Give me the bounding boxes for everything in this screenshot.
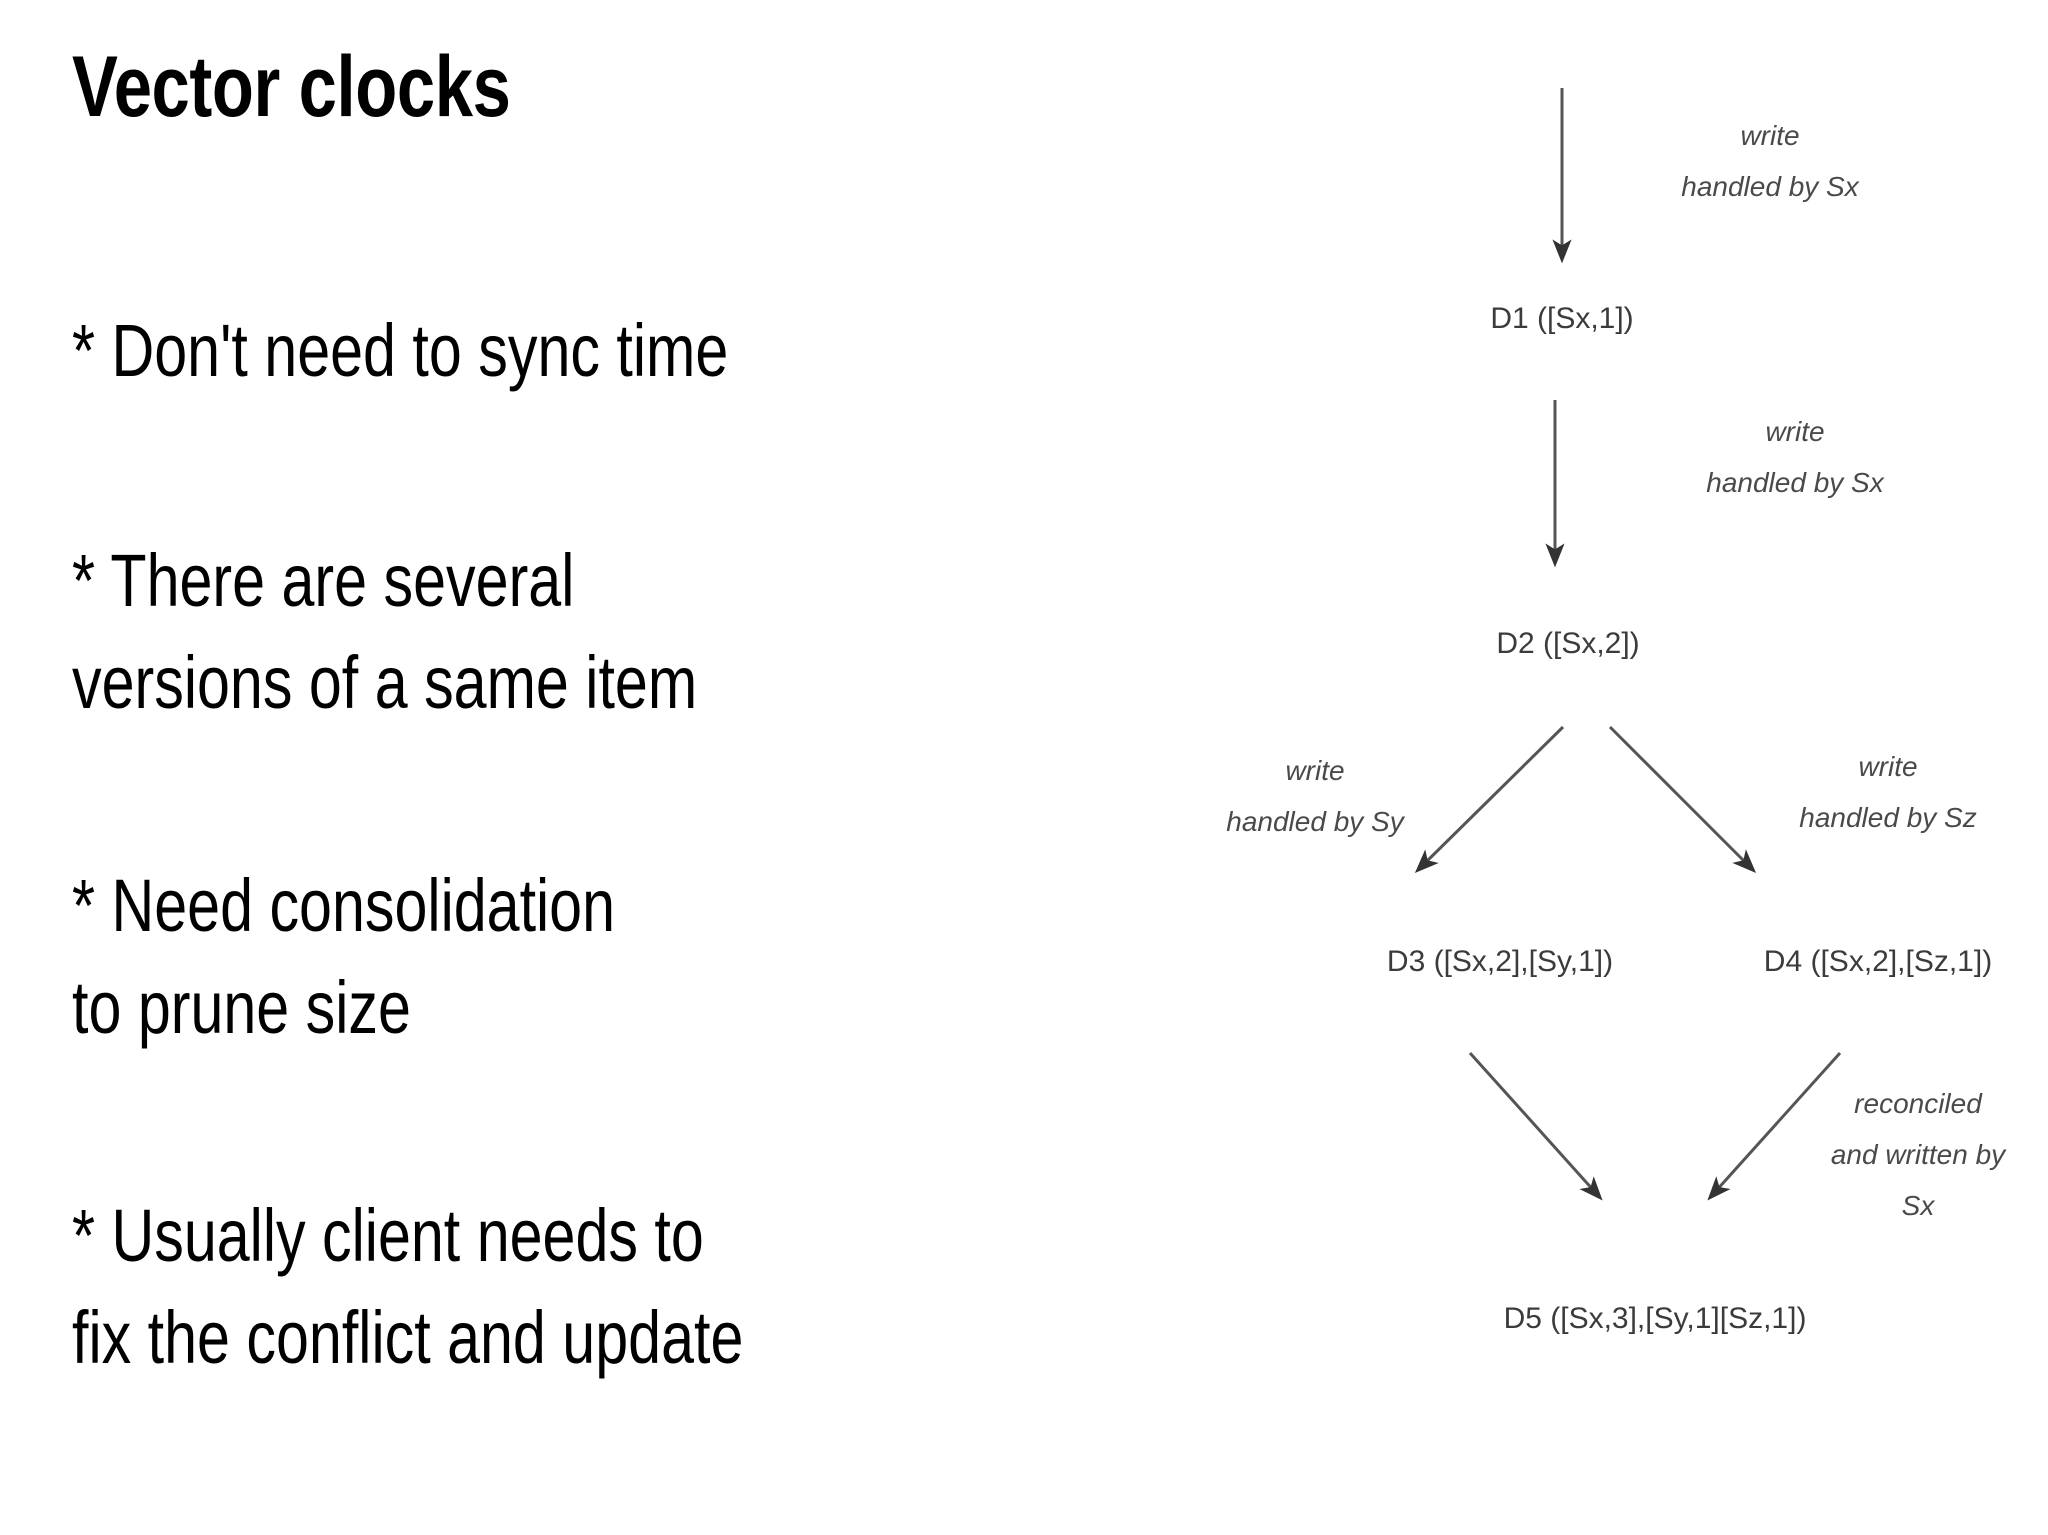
page-title: Vector clocks [72, 39, 511, 135]
edge-label-write-handled-by-sy: write handled by Sy [1226, 755, 1405, 837]
edge-label-reconciled-written-by-sx: reconciled and written by Sx [1831, 1088, 2007, 1221]
node-label-d5: D5 ([Sx,3],[Sy,1][Sz,1]) [1504, 1302, 1807, 1335]
edge-label-line1: write [1858, 751, 1917, 782]
edge-label-line1: write [1285, 755, 1344, 786]
edge-label-line3: Sx [1902, 1190, 1936, 1221]
bullet-item-4: * Usually client needs to fix the confli… [72, 1194, 744, 1380]
version-history-diagram: write handled by Sx D1 ([Sx,1]) write ha… [1150, 0, 2048, 1535]
bullet-item-3: * Need consolidation to prune size [72, 864, 616, 1050]
bullet-item-1: * Don't need to sync time [72, 309, 729, 392]
edge-label-line1: write [1765, 416, 1824, 447]
edge-label-write-handled-by-sx-2: write handled by Sx [1706, 416, 1884, 498]
edge-d2-to-d4 [1608, 725, 1757, 874]
node-label-d4: D4 ([Sx,2],[Sz,1]) [1764, 945, 1992, 978]
edge-label-write-handled-by-sx-1: write handled by Sx [1681, 120, 1859, 202]
edge-label-line2: handled by Sy [1226, 806, 1405, 837]
edge-d4-to-d5 [1707, 1051, 1842, 1201]
edge-label-line1: reconciled [1854, 1088, 1983, 1119]
edge-label-line2: handled by Sx [1681, 171, 1859, 202]
edge-label-line2: handled by Sz [1799, 802, 1976, 833]
node-label-d3: D3 ([Sx,2],[Sy,1]) [1387, 945, 1613, 978]
edge-label-line2: handled by Sx [1706, 467, 1884, 498]
edge-label-line2: and written by [1831, 1139, 2007, 1170]
edge-d3-to-d5 [1468, 1051, 1603, 1201]
edge-label-write-handled-by-sz: write handled by Sz [1799, 751, 1976, 833]
edge-d2-to-d3 [1414, 725, 1565, 874]
bullet-item-2: * There are several versions of a same i… [72, 539, 698, 725]
node-label-d1: D1 ([Sx,1]) [1490, 302, 1633, 335]
slide-text-column: Vector clocks * Don't need to sync time … [72, 39, 744, 1380]
edge-label-line1: write [1740, 120, 1799, 151]
node-label-d2: D2 ([Sx,2]) [1496, 627, 1639, 660]
